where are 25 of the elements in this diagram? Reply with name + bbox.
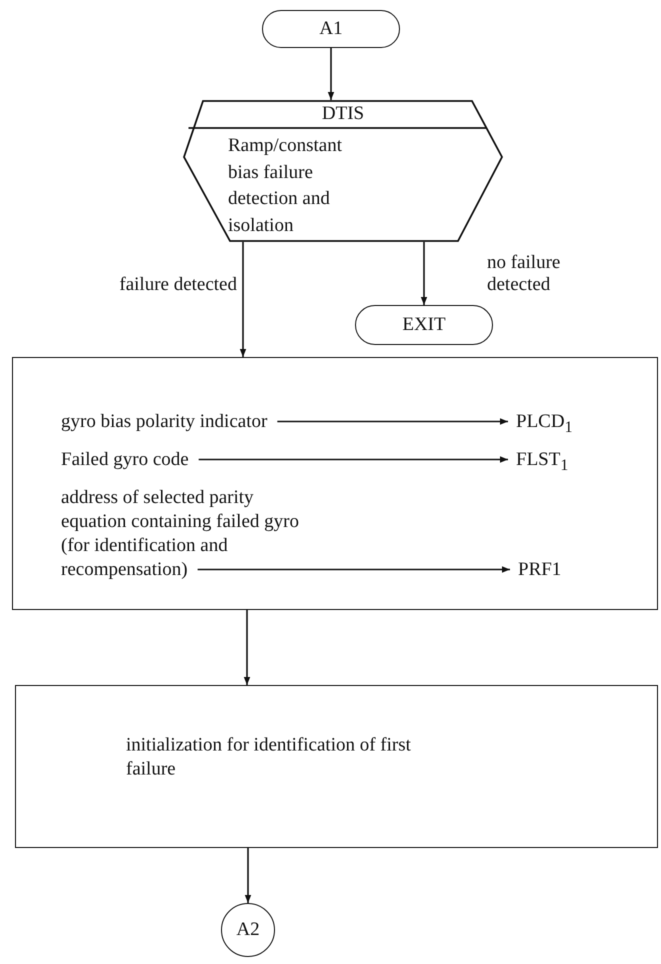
arrow [198,566,510,573]
start-terminal [262,10,400,48]
process-text: Failed gyro code [61,448,311,472]
variable-name: PRF1 [518,558,598,582]
arrow [277,418,508,425]
process-text: address of selected parity equation containing failed gyro (for identification and recompensation) [61,486,316,582]
connector-circle [221,903,275,957]
connector-label: A2 [235,918,261,942]
variable-name: PLCD$_{1}$ [516,410,606,440]
arrow [244,848,252,903]
arrow [244,610,250,685]
process-text: initialization for identification of first failure [126,732,411,781]
terminal-label: A1 [318,17,344,41]
arrow [420,242,428,305]
step-description: Ramp/constant bias failure detection and isolation [228,134,343,238]
process-text: gyro bias polarity indicator [61,410,451,434]
process-box [15,685,658,848]
arrow [240,242,246,357]
section-heading: DTIS [320,103,366,125]
arrow [198,456,508,463]
arrow [328,48,334,100]
variable-name: FLST$_{1}$ [516,448,606,478]
process-box [12,357,658,610]
terminal-label: EXIT [401,313,447,337]
exit-terminal [355,305,493,345]
